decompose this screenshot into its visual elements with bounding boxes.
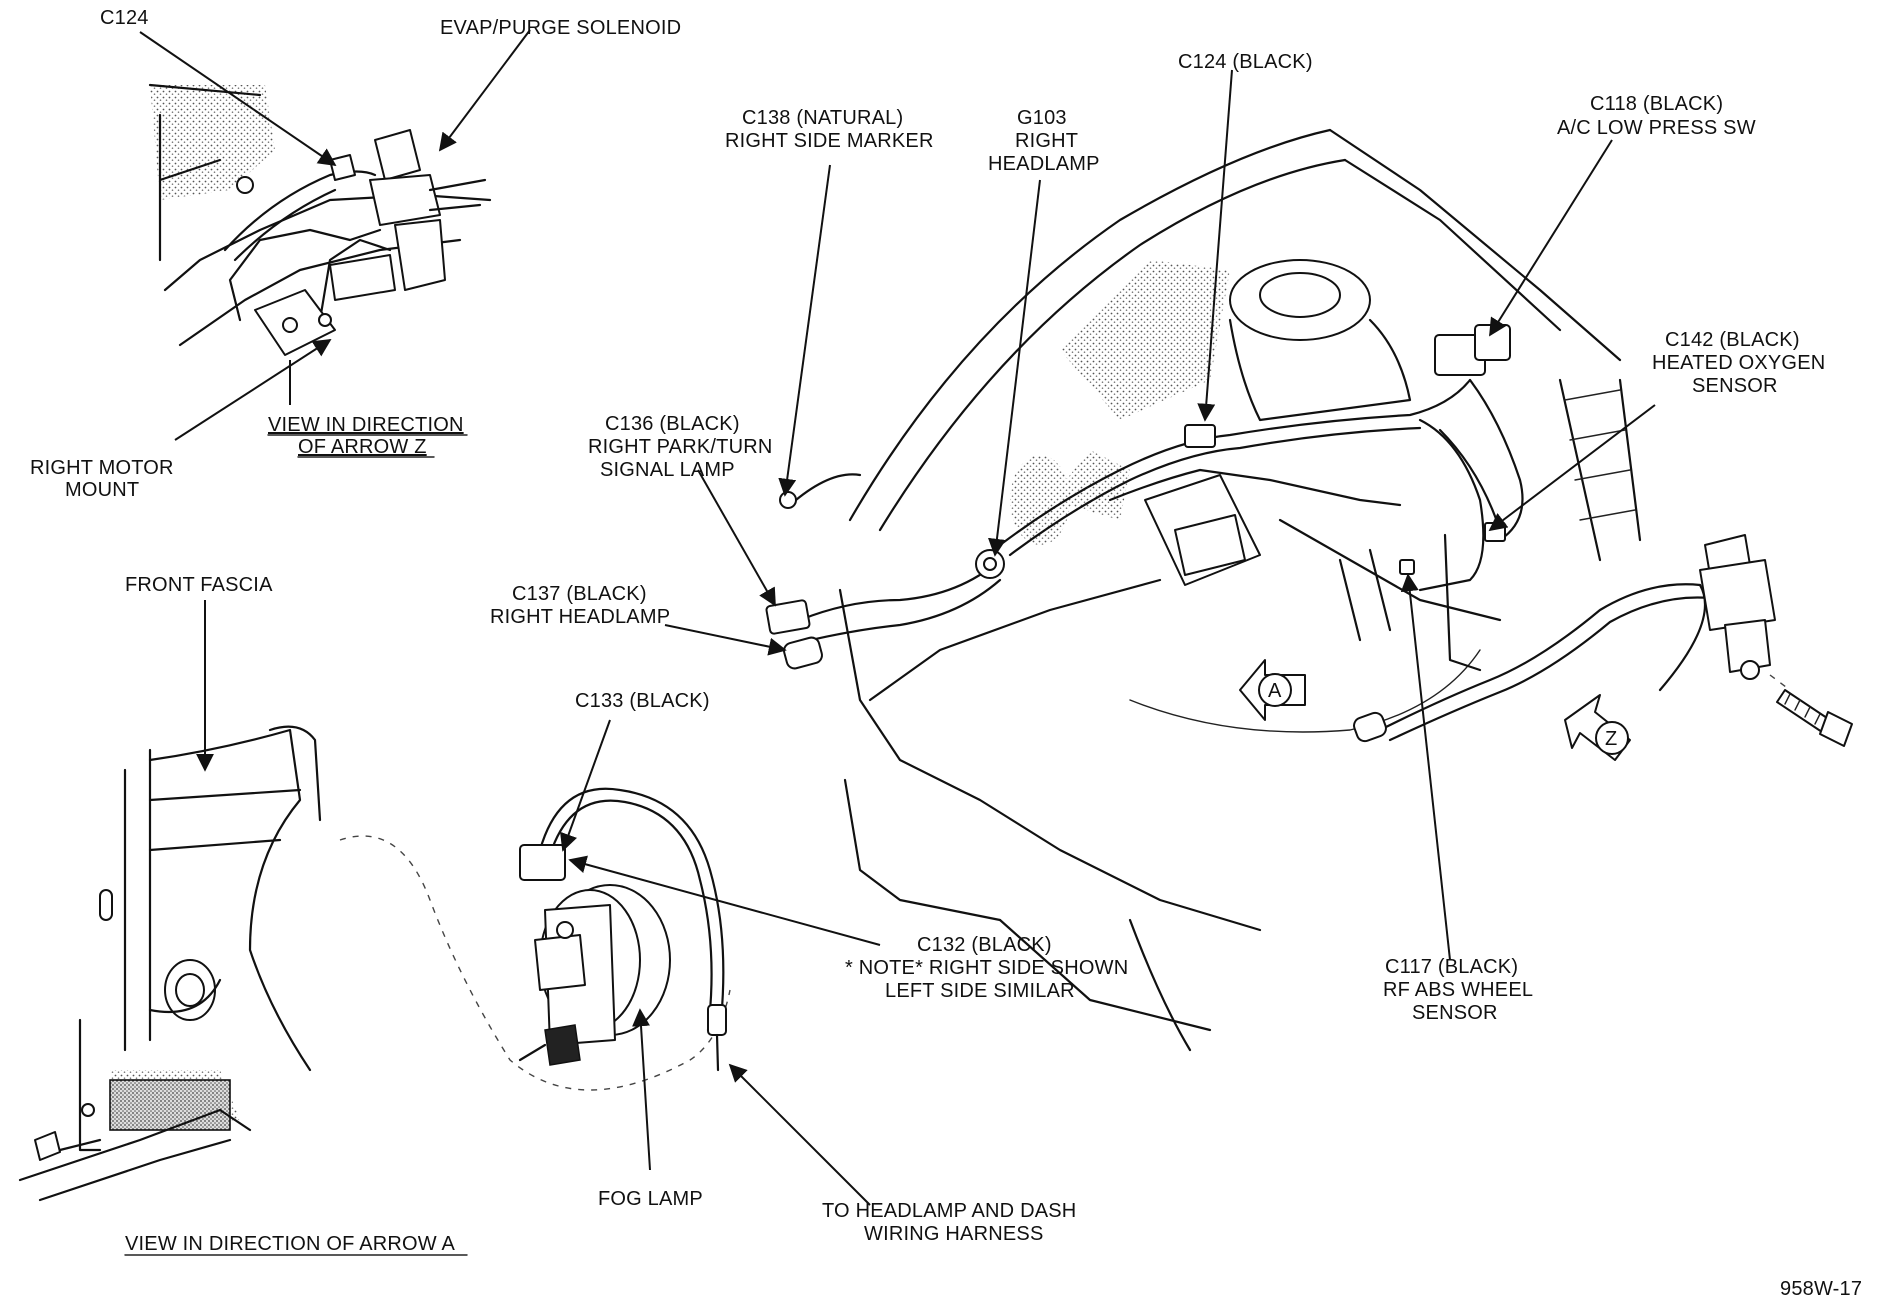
label-view-arrow-z-2: OF ARROW Z [298,436,427,458]
label-view-arrow-z-1: VIEW IN DIRECTION [268,414,464,436]
label-c118-2: A/C LOW PRESS SW [1557,117,1756,139]
label-c124-inset: C124 [100,7,149,29]
leader-right-motor-mount [174,339,332,441]
label-c117-1: C117 (BLACK) [1385,956,1518,978]
label-c137-2: RIGHT HEADLAMP [490,606,670,628]
label-front-fascia: FRONT FASCIA [125,574,273,596]
label-g103-3: HEADLAMP [988,153,1100,175]
arrow-z-letter: Z [1605,728,1617,750]
arrow-z-indicator: Z [1564,694,1631,761]
label-g103-1: G103 [1017,107,1067,129]
fog-lamp-assembly [518,787,727,1072]
label-c138-1: C138 (NATURAL) [742,107,903,129]
leader-c124-inset [139,31,337,167]
leader-evap-purge [438,29,531,152]
label-to-headlamp-1: TO HEADLAMP AND DASH [822,1200,1076,1222]
fog-lamp-leaders [560,719,881,1206]
label-c136-3: SIGNAL LAMP [600,459,735,481]
inset-arrow-z [148,83,492,356]
arrow-a-letter: A [1268,680,1282,702]
main-leaders [664,69,1656,961]
label-c142-1: C142 (BLACK) [1665,329,1800,351]
figure-id: 958W-17 [1780,1278,1862,1300]
label-c138-2: RIGHT SIDE MARKER [725,130,934,152]
label-view-arrow-a: VIEW IN DIRECTION OF ARROW A [125,1233,456,1255]
label-right-motor-mount-2: MOUNT [65,479,139,501]
label-c132-1: C132 (BLACK) [917,934,1052,956]
label-c132-2: * NOTE* RIGHT SIDE SHOWN [845,957,1128,979]
inset-a-callout-line [339,835,731,1091]
evap-purge-solenoid-main [1699,534,1853,747]
label-right-motor-mount-1: RIGHT MOTOR [30,457,174,479]
label-c137-1: C137 (BLACK) [512,583,647,605]
label-c117-2: RF ABS WHEEL [1383,979,1533,1001]
label-c132-3: LEFT SIDE SIMILAR [885,980,1075,1002]
label-c142-3: SENSOR [1692,375,1778,397]
label-c136-1: C136 (BLACK) [605,413,740,435]
label-c142-2: HEATED OXYGEN [1652,352,1825,374]
label-to-headlamp-2: WIRING HARNESS [864,1223,1043,1245]
label-fog-lamp: FOG LAMP [598,1188,703,1210]
label-evap-purge-solenoid: EVAP/PURGE SOLENOID [440,17,681,39]
label-g103-2: RIGHT [1015,130,1078,152]
inset-arrow-a [18,725,322,1202]
label-c117-3: SENSOR [1412,1002,1498,1024]
label-c124-black: C124 (BLACK) [1178,51,1313,73]
label-c136-2: RIGHT PARK/TURN [588,436,773,458]
label-c118-1: C118 (BLACK) [1590,93,1723,115]
arrow-a-indicator: A [1239,659,1306,721]
engine-bay [838,128,1642,1052]
label-c133: C133 (BLACK) [575,690,710,712]
main-connectors [765,324,1511,743]
